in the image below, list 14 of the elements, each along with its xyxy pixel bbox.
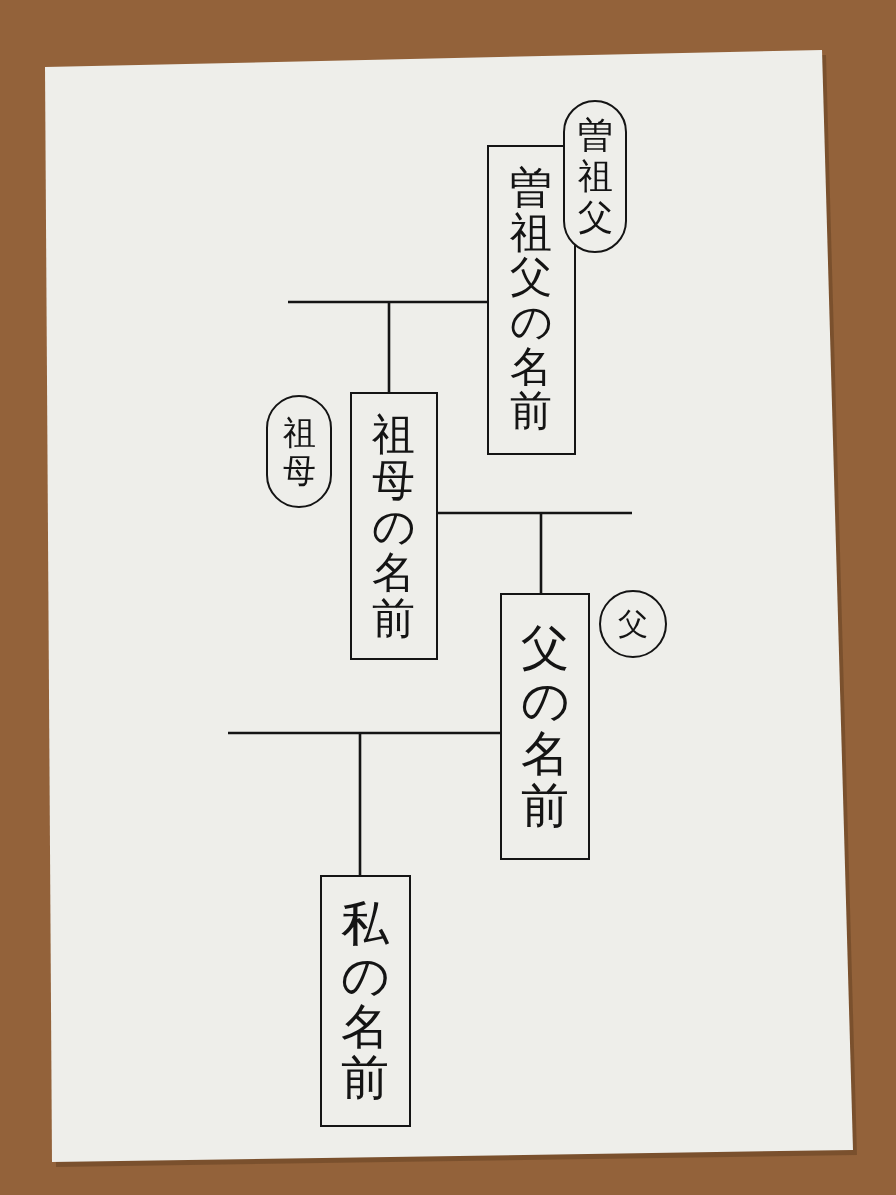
name-text: 曽祖父の名前 <box>510 166 553 434</box>
name-text: 私の名前 <box>341 898 390 1104</box>
relation-text: 祖母 <box>282 413 316 490</box>
relation-badge <box>563 100 627 253</box>
name-text: 父の名前 <box>520 620 570 833</box>
name-box <box>320 875 411 1127</box>
connector-line <box>286 300 489 394</box>
name-box <box>487 145 576 455</box>
connector-line <box>226 731 502 877</box>
name-text: 祖母の名前 <box>372 411 416 641</box>
name-box <box>500 593 590 860</box>
relation-text: 父 <box>617 609 649 639</box>
name-box <box>350 392 438 660</box>
relation-text: 曽祖父 <box>577 114 613 239</box>
